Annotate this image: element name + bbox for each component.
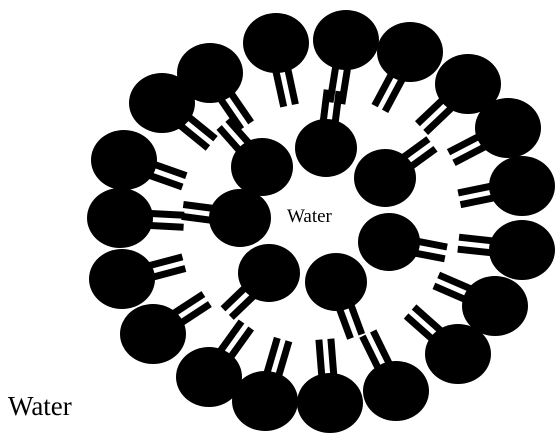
inner-lipid-head-1 <box>295 119 357 177</box>
outer-lipid-head-15 <box>89 249 155 309</box>
outer-lipid-head-6 <box>489 156 555 216</box>
outer-lipid-head-17 <box>91 130 157 190</box>
outer-lipid-11-tail-1 <box>331 339 334 377</box>
outer-lipid-12-tail-1 <box>278 341 289 378</box>
outer-lipid-head-10 <box>363 361 429 421</box>
outer-lipid-head-16 <box>87 188 153 248</box>
inner-lipid-3-tail-2 <box>411 252 444 258</box>
outer-lipid-2-tail-2 <box>342 67 348 105</box>
inner-lipid-head-5 <box>238 244 300 302</box>
outer-lipid-11-tail-2 <box>319 340 322 378</box>
outer-lipid-head-7 <box>489 220 555 280</box>
inner-lipid-1-tail-1 <box>323 90 327 124</box>
outer-lipid-head-2 <box>313 10 379 70</box>
outer-lipid-16-tail-1 <box>146 225 184 227</box>
inner-lipid-4-tail-1 <box>350 302 362 334</box>
outer-lipid-1-tail-1 <box>276 70 284 107</box>
outer-lipid-head-9 <box>425 324 491 384</box>
outer-lipid-15-tail-2 <box>146 257 183 267</box>
outer-lipid-head-3 <box>377 22 443 82</box>
inner-lipid-6-tail-2 <box>183 205 217 209</box>
outer-water-label: Water <box>8 391 72 422</box>
outer-lipid-12-tail-2 <box>267 338 278 375</box>
outer-lipid-16-tail-2 <box>146 213 184 215</box>
outer-lipid-6-tail-2 <box>461 197 498 205</box>
inner-water-label: Water <box>287 206 332 228</box>
inner-lipid-head-4 <box>305 253 367 311</box>
outer-lipid-head-1 <box>243 13 309 73</box>
inner-lipid-6-tail-1 <box>182 216 216 220</box>
outer-lipid-17-tail-1 <box>147 174 183 187</box>
outer-lipid-head-11 <box>297 373 363 433</box>
inner-lipid-head-3 <box>358 213 420 271</box>
inner-lipid-4-tail-2 <box>339 307 351 339</box>
outer-lipid-15-tail-1 <box>149 269 186 279</box>
outer-lipid-7-tail-2 <box>458 249 496 253</box>
outer-lipid-7-tail-1 <box>459 237 497 241</box>
inner-lipid-head-6 <box>209 189 271 247</box>
outer-lipid-17-tail-2 <box>151 163 187 176</box>
inner-lipid-1-tail-2 <box>335 91 339 125</box>
outer-lipid-head-12 <box>232 371 298 431</box>
outer-lipid-1-tail-2 <box>287 67 295 104</box>
